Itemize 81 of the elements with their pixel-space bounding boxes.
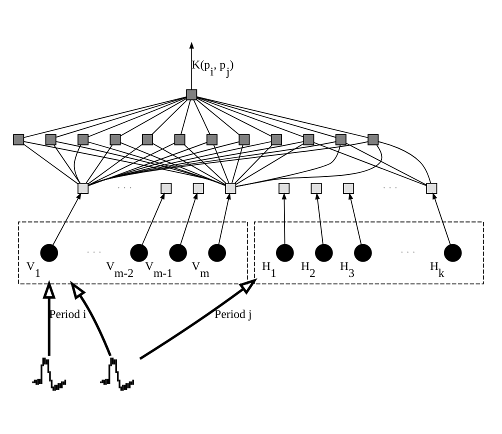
connector [378,141,432,184]
node-box [78,134,89,146]
connector [56,96,187,138]
connector [313,142,427,186]
node-box [426,182,438,194]
connector [196,96,368,138]
cluster [18,222,248,284]
connector [193,99,210,135]
connector [234,144,273,184]
arrow [348,192,362,245]
connector [231,144,244,184]
connector [152,143,226,186]
arrow [142,192,165,246]
arrow [180,192,198,246]
edge-label: Period j [214,306,252,321]
node-circle [40,244,58,262]
connector [88,142,208,186]
connector [74,144,82,184]
node-box [270,134,282,146]
connector [151,99,188,135]
node-circle [276,244,294,262]
connector [196,97,304,138]
connector [196,98,272,137]
node-box [303,134,314,146]
node-box [45,134,56,146]
node-box [160,182,172,194]
node-box [238,134,250,146]
node-circle [208,244,226,262]
node-box [343,182,354,194]
connector [213,144,230,184]
node-box [335,134,346,146]
arrow [315,192,324,245]
connector [24,96,187,138]
connector [196,99,240,135]
connector [196,96,336,138]
node-box [368,134,379,146]
node-circle [130,244,148,262]
node-circle [444,244,462,262]
label: · · · [400,248,416,259]
node-circle [315,244,333,262]
node-circle [169,244,187,262]
connector [235,144,341,188]
arrow [189,42,194,90]
connector [86,144,113,184]
label: · · · [116,183,132,194]
connector [53,144,80,184]
node-box [278,182,290,194]
connector [23,141,226,186]
arrow [70,280,112,356]
node-circle [354,244,372,262]
connector [56,141,226,186]
arrow [42,280,56,356]
label: · · · [86,248,102,259]
node-box [13,134,24,146]
connector [346,142,427,186]
connector [23,144,78,184]
connector [180,99,191,135]
node-box [186,89,198,100]
connector [235,143,304,185]
connector [88,142,175,186]
connector [184,144,226,184]
arrow [432,192,451,246]
connector [88,97,187,138]
arrow [139,278,258,360]
node-box [192,182,204,194]
arrow [52,192,82,246]
connector [120,142,226,186]
node-box [142,134,154,146]
arrow [218,192,231,245]
label: · · · [382,183,398,194]
node-box [78,182,89,194]
connector [120,98,187,136]
connector [88,144,143,184]
arrow [282,192,287,245]
node-box [310,182,322,194]
node-box [206,134,218,146]
connector [236,144,382,188]
cluster [254,222,484,284]
node-box [110,134,121,146]
node-box [174,134,186,146]
node-box [225,182,236,194]
